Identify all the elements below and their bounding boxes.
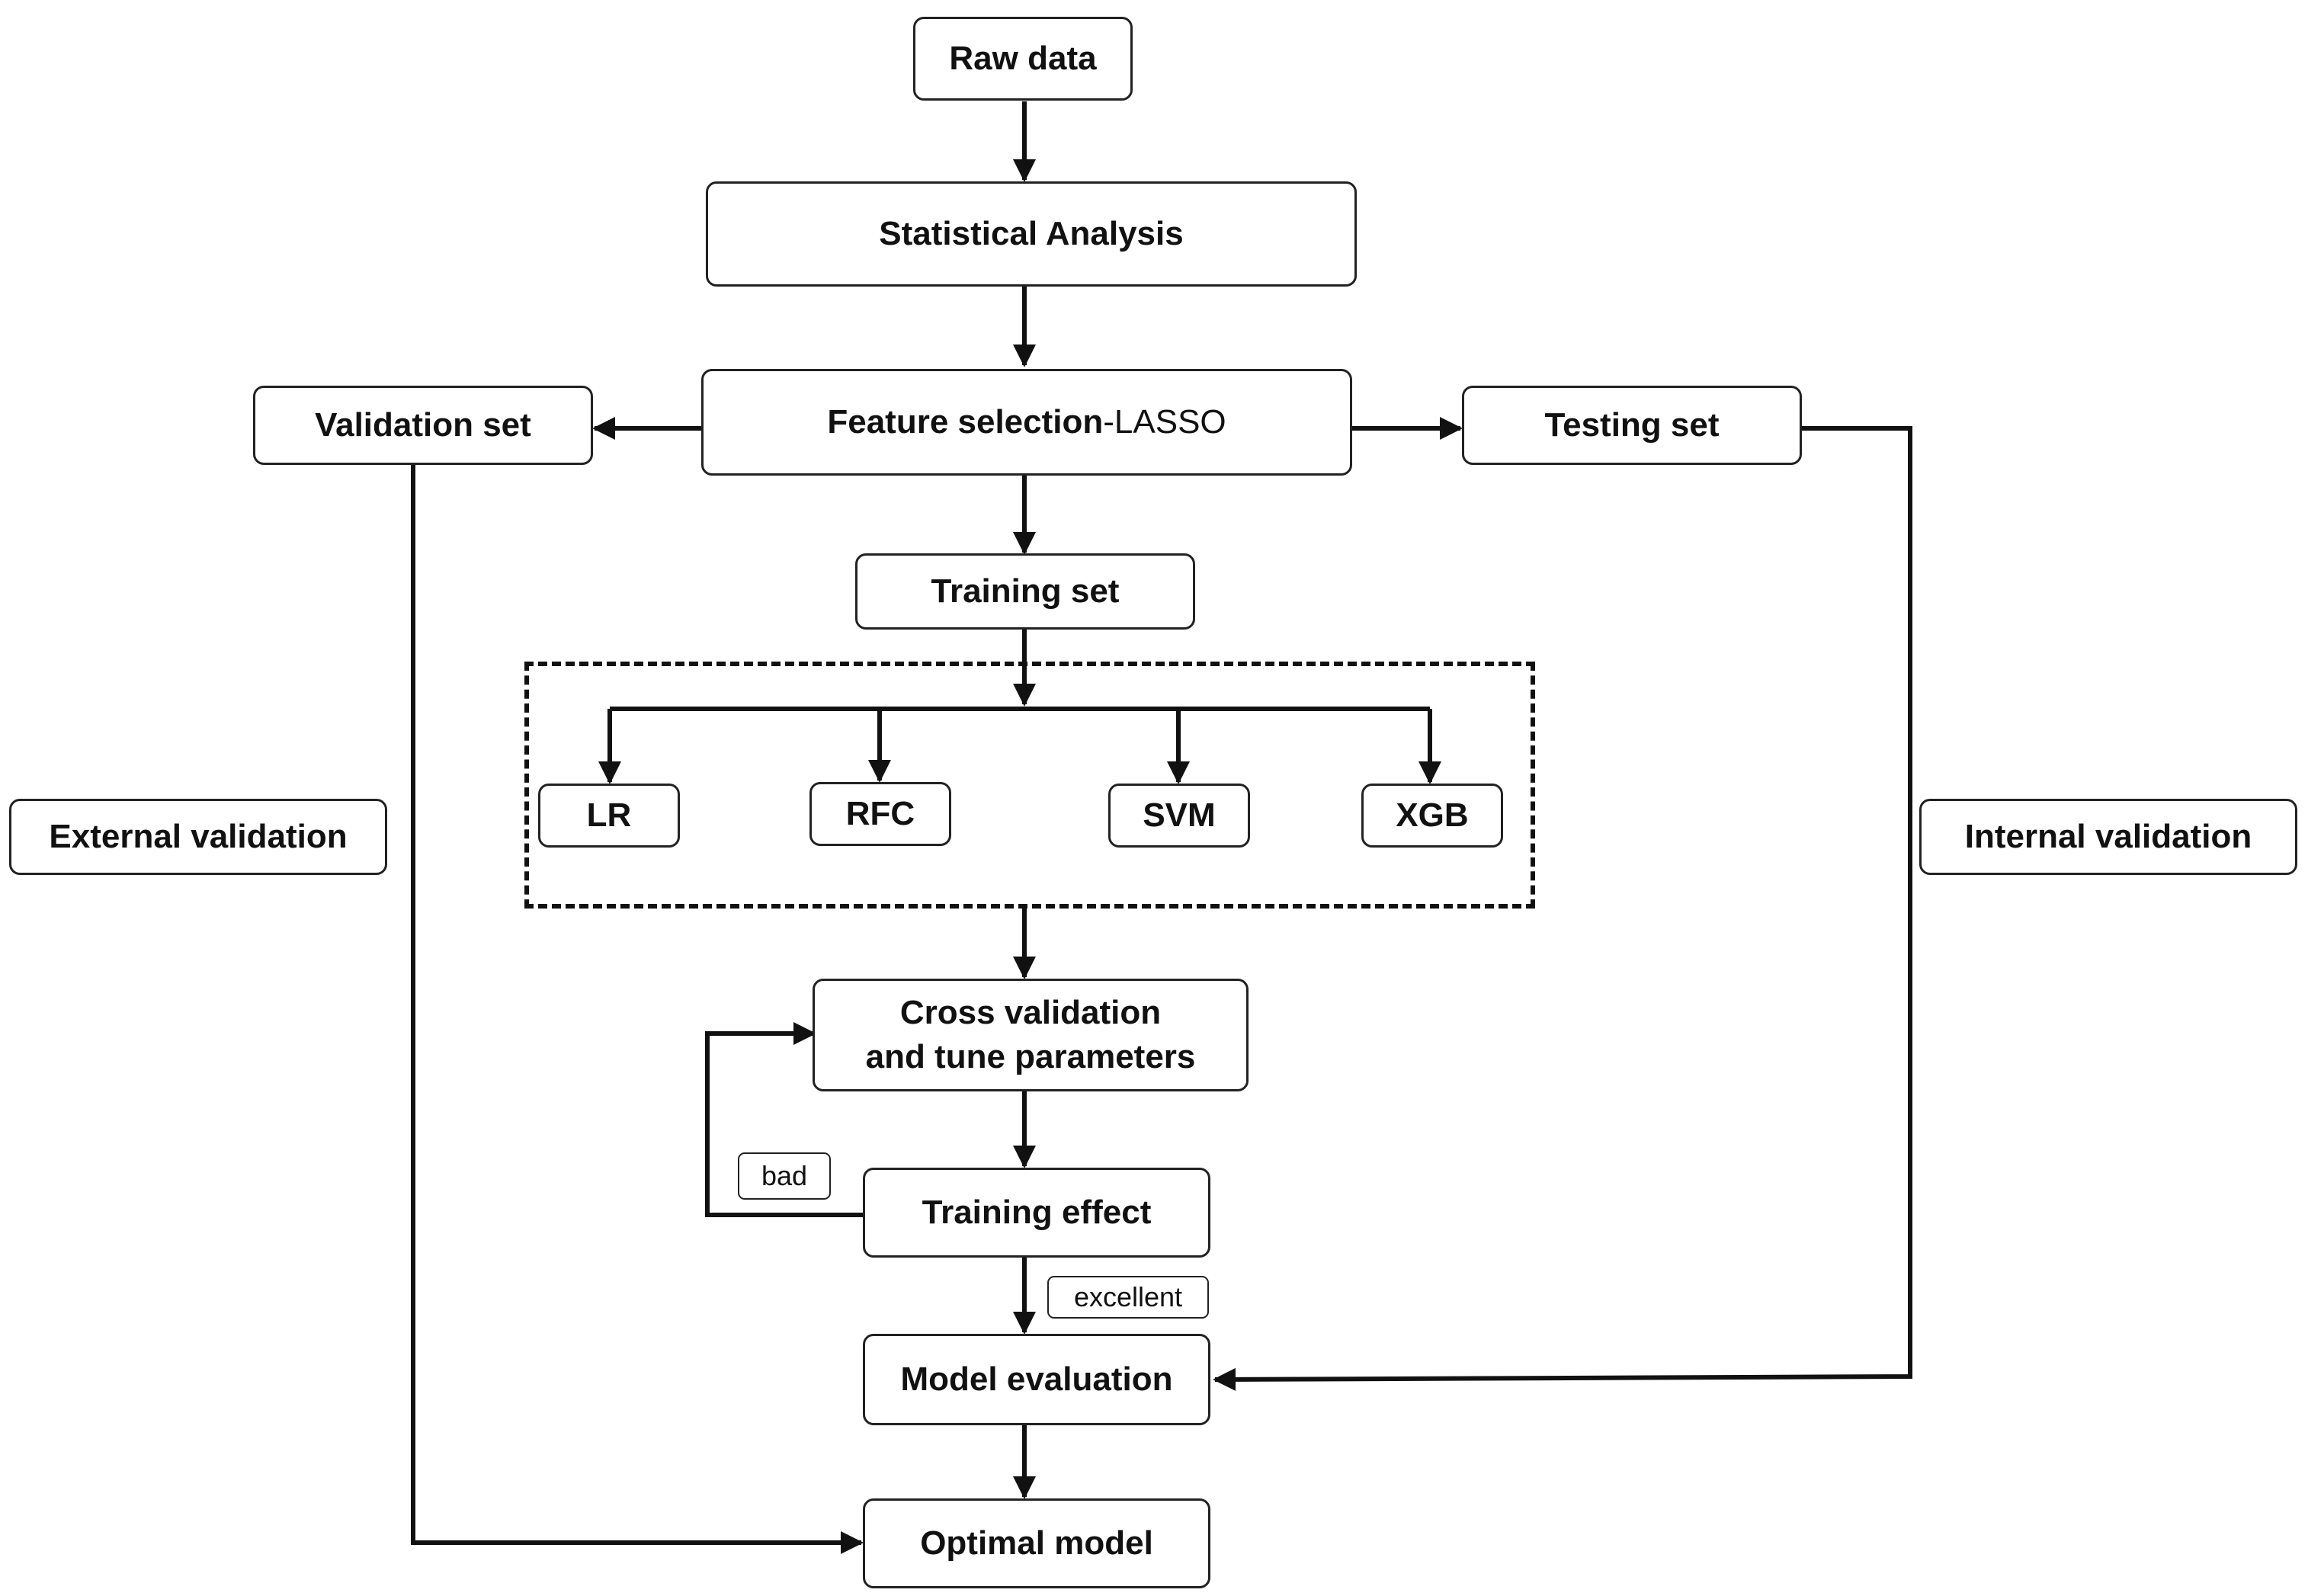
node-lr-label: LR [586, 796, 632, 834]
node-raw-data-label: Raw data [949, 39, 1097, 77]
node-testing-set: Testing set [1462, 386, 1802, 465]
node-optimal-model-label: Optimal model [920, 1524, 1153, 1562]
node-svm-label: SVM [1143, 796, 1216, 834]
edge-label-bad-text: bad [761, 1160, 808, 1192]
edge-label-excellent: excellent [1047, 1276, 1209, 1319]
feature-selection-method: -LASSO [1103, 402, 1226, 441]
node-testing-set-label: Testing set [1544, 405, 1720, 444]
node-svm: SVM [1108, 784, 1250, 848]
node-feature-selection-label: Feature selection-LASSO [827, 400, 1226, 444]
edge-validation-to-optimal [411, 465, 864, 1554]
model-group-dashed-frame [524, 662, 1535, 909]
node-validation-set: Validation set [253, 386, 593, 465]
node-external-validation: External validation [9, 799, 387, 875]
edge-bad-feedback-loop [705, 1022, 863, 1217]
edge-testing-to-evaluation [1213, 426, 1912, 1391]
node-cross-validation-line2: and tune parameters [865, 1038, 1196, 1075]
node-internal-validation-label: Internal validation [1964, 817, 2252, 855]
node-internal-validation: Internal validation [1919, 799, 2297, 875]
node-optimal-model: Optimal model [863, 1498, 1210, 1588]
node-rfc-label: RFC [845, 794, 915, 832]
node-cross-validation-line1: Cross validation [899, 993, 1162, 1031]
node-model-evaluation-label: Model evaluation [900, 1360, 1173, 1398]
node-training-set: Training set [855, 553, 1195, 630]
edge-label-excellent-text: excellent [1073, 1281, 1183, 1313]
node-raw-data: Raw data [913, 17, 1133, 101]
node-xgb: XGB [1361, 784, 1503, 848]
node-training-effect-label: Training effect [922, 1193, 1152, 1231]
node-xgb-label: XGB [1396, 796, 1469, 834]
feature-selection-text: Feature selection [827, 402, 1104, 441]
node-rfc: RFC [809, 782, 951, 846]
node-lr: LR [538, 784, 680, 848]
node-model-evaluation: Model evaluation [863, 1334, 1210, 1425]
node-external-validation-label: External validation [49, 817, 348, 855]
node-statistical-analysis: Statistical Analysis [706, 181, 1357, 287]
node-cross-validation: Cross validation and tune parameters [813, 979, 1249, 1091]
node-statistical-analysis-label: Statistical Analysis [879, 214, 1184, 252]
node-training-set-label: Training set [931, 572, 1120, 610]
node-training-effect: Training effect [863, 1168, 1210, 1258]
node-feature-selection: Feature selection-LASSO [701, 369, 1352, 476]
node-validation-set-label: Validation set [315, 405, 531, 444]
edge-label-bad: bad [738, 1152, 831, 1200]
